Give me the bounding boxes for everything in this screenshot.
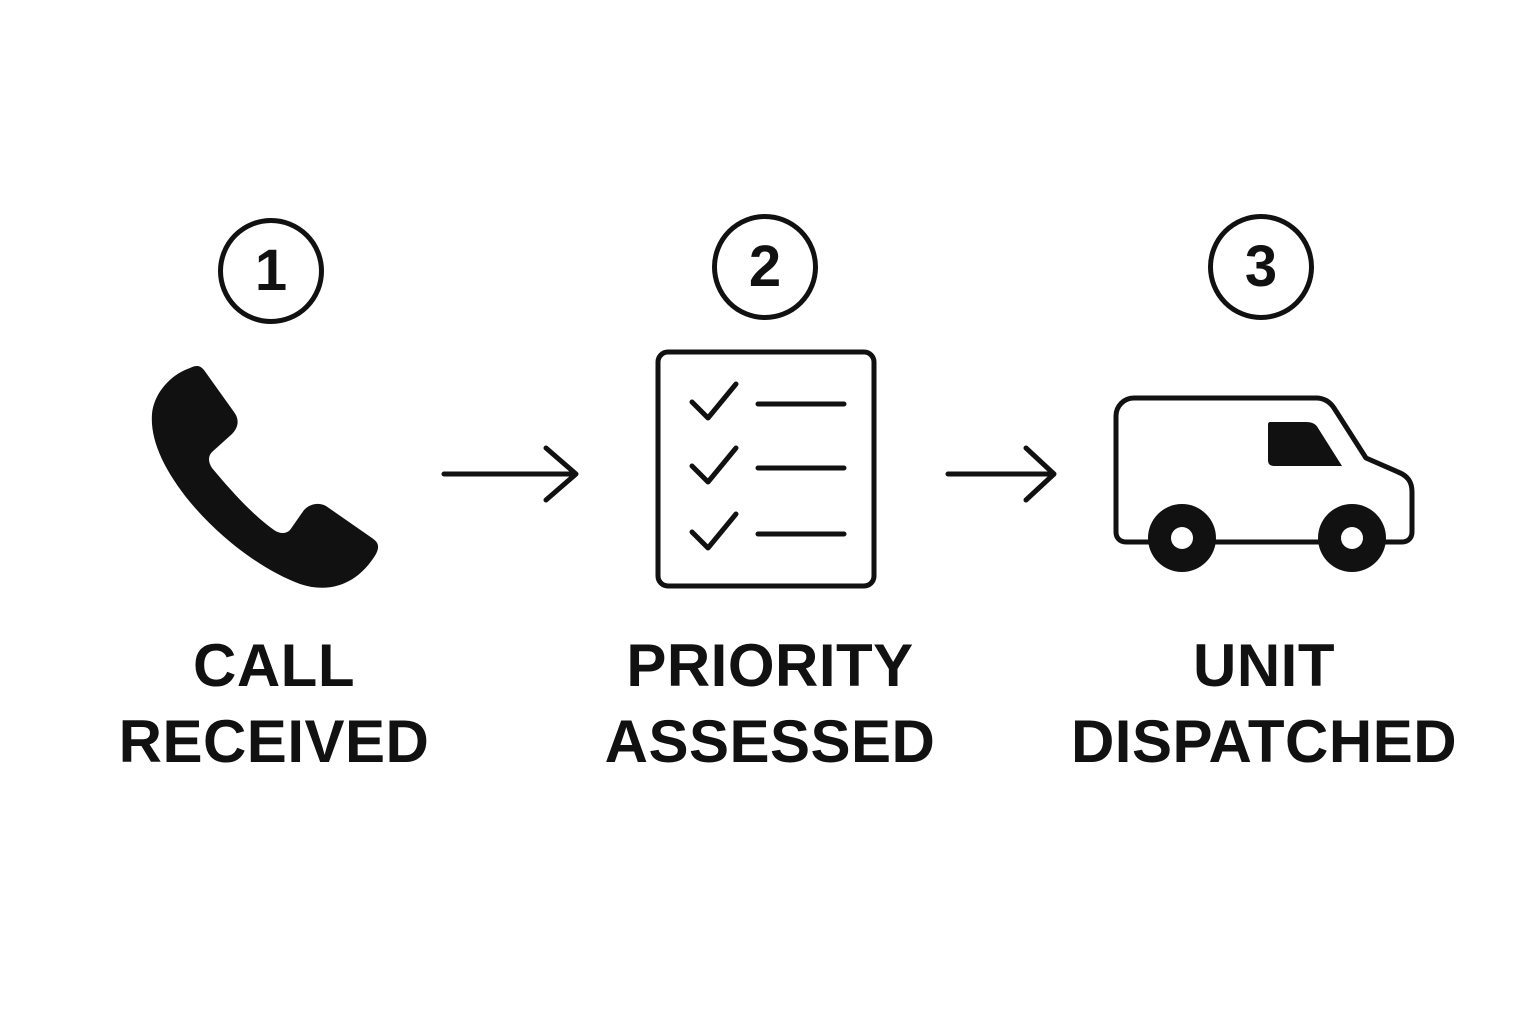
arrow-right-icon	[441, 445, 579, 503]
step-2-label-line2: ASSESSED	[604, 708, 936, 775]
step-2-number: 2	[712, 214, 818, 320]
step-3-label: UNIT DISPATCHED	[1054, 628, 1474, 780]
step-1-number: 1	[218, 218, 324, 324]
step-3-number: 3	[1208, 214, 1314, 320]
step-1-label-line2: RECEIVED	[118, 708, 430, 775]
step-3-label-line2: DISPATCHED	[1070, 708, 1458, 775]
checklist-icon	[655, 349, 877, 589]
arrow-right-icon	[945, 445, 1057, 503]
step-1-label: CALL RECEIVED	[64, 628, 484, 780]
step-3-label-line1: UNIT	[1193, 632, 1335, 699]
step-2-label: PRIORITY ASSESSED	[560, 628, 980, 780]
step-2-label-line1: PRIORITY	[626, 632, 914, 699]
phone-icon	[151, 365, 379, 588]
van-icon	[1113, 395, 1415, 572]
step-1-label-line1: CALL	[193, 632, 355, 699]
